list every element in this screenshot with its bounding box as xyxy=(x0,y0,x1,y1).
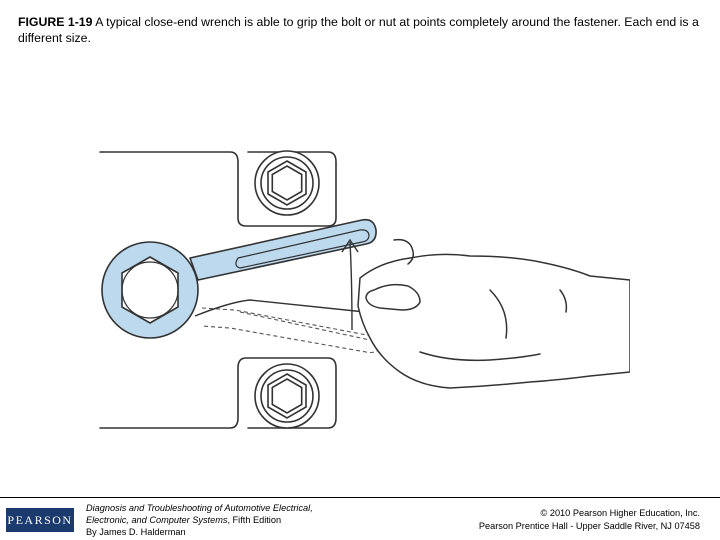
copyright-line2: Pearson Prentice Hall - Upper Saddle Riv… xyxy=(478,520,700,531)
copyright-notice: © 2010 Pearson Higher Education, Inc. Pe… xyxy=(380,507,700,532)
wrench-illustration xyxy=(99,150,630,429)
top-nut xyxy=(254,150,320,216)
hand xyxy=(357,238,630,389)
book-edition: , Fifth Edition xyxy=(227,515,282,526)
pearson-logo: PEARSON xyxy=(6,508,74,532)
book-title-line2-wrap: Electronic, and Computer Systems, Fifth … xyxy=(86,514,426,526)
copyright-line1: © 2010 Pearson Higher Education, Inc. xyxy=(540,508,700,518)
bottom-bracket xyxy=(99,357,337,429)
caption-text: A typical close-end wrench is able to gr… xyxy=(18,15,699,45)
bottom-nut xyxy=(254,363,320,429)
wrench-lower-edge xyxy=(194,299,366,317)
book-title-line1: Diagnosis and Troubleshooting of Automot… xyxy=(86,503,313,513)
book-author: By James D. Halderman xyxy=(86,527,186,538)
figure-label: FIGURE 1-19 xyxy=(18,15,93,29)
wrench-ghost xyxy=(201,307,381,354)
wrench xyxy=(101,218,377,339)
top-bracket xyxy=(99,151,337,227)
book-citation: Diagnosis and Troubleshooting of Automot… xyxy=(86,502,426,539)
motion-arrow-icon xyxy=(341,238,359,331)
footer-rule xyxy=(0,497,720,498)
book-title-line2: Electronic, and Computer Systems xyxy=(86,515,228,526)
figure-caption: FIGURE 1-19 A typical close-end wrench i… xyxy=(18,14,708,46)
